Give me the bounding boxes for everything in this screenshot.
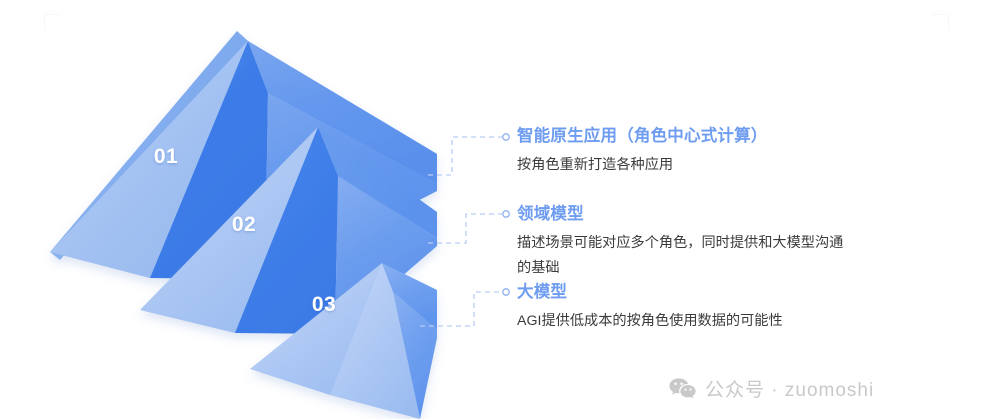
- layer-02-inner-dark: [235, 127, 338, 334]
- pyramid-layer-03[interactable]: [250, 263, 437, 419]
- corner-bracket-top-left: [44, 14, 61, 31]
- layer-01-right-top: [248, 41, 437, 184]
- step-number-03: 03: [312, 293, 336, 316]
- connector-line-01: [428, 136, 503, 176]
- watermark-text: 公众号 · zuomoshi: [705, 380, 875, 401]
- detail-item-01[interactable]: 智能原生应用（角色中心式计算） 按角色重新打造各种应用: [517, 125, 768, 178]
- detail-item-02[interactable]: 领域模型 描述场景可能对应多个角色，同时提供和大模型沟通的基础: [517, 203, 851, 280]
- connector-dot-01: [502, 133, 510, 141]
- connector-line-03: [420, 291, 503, 327]
- detail-item-02-desc: 描述场景可能对应多个角色，同时提供和大模型沟通的基础: [517, 235, 844, 276]
- connector-line-02: [428, 213, 503, 244]
- layer-03-front-face: [330, 263, 420, 419]
- corner-bracket-top-right: [932, 14, 949, 31]
- detail-item-02-title: 领域模型: [517, 205, 584, 223]
- layer-02-left-main: [140, 127, 335, 333]
- detail-item-01-title: 智能原生应用（角色中心式计算）: [517, 127, 768, 145]
- connector-dot-02: [502, 210, 510, 218]
- layer-02-right-top: [318, 127, 437, 238]
- layer-03-right-face: [382, 263, 437, 330]
- layer-01-left-main: [50, 41, 265, 278]
- pyramid-layer-01[interactable]: [50, 31, 437, 279]
- layer-03-left-face: [250, 263, 388, 395]
- detail-item-03[interactable]: 大模型 AGI提供低成本的按角色使用数据的可能性: [517, 281, 783, 334]
- detail-item-03-desc: AGI提供低成本的按角色使用数据的可能性: [517, 313, 783, 330]
- wechat-icon: [669, 378, 696, 399]
- step-number-02: 02: [232, 213, 256, 236]
- connector-dot-03: [502, 288, 510, 296]
- layer-03-right-lower: [393, 292, 437, 419]
- detail-item-01-desc: 按角色重新打造各种应用: [517, 157, 674, 174]
- watermark: 公众号 · zuomoshi: [669, 375, 874, 402]
- step-number-01: 01: [154, 145, 178, 168]
- detail-item-03-title: 大模型: [517, 283, 568, 301]
